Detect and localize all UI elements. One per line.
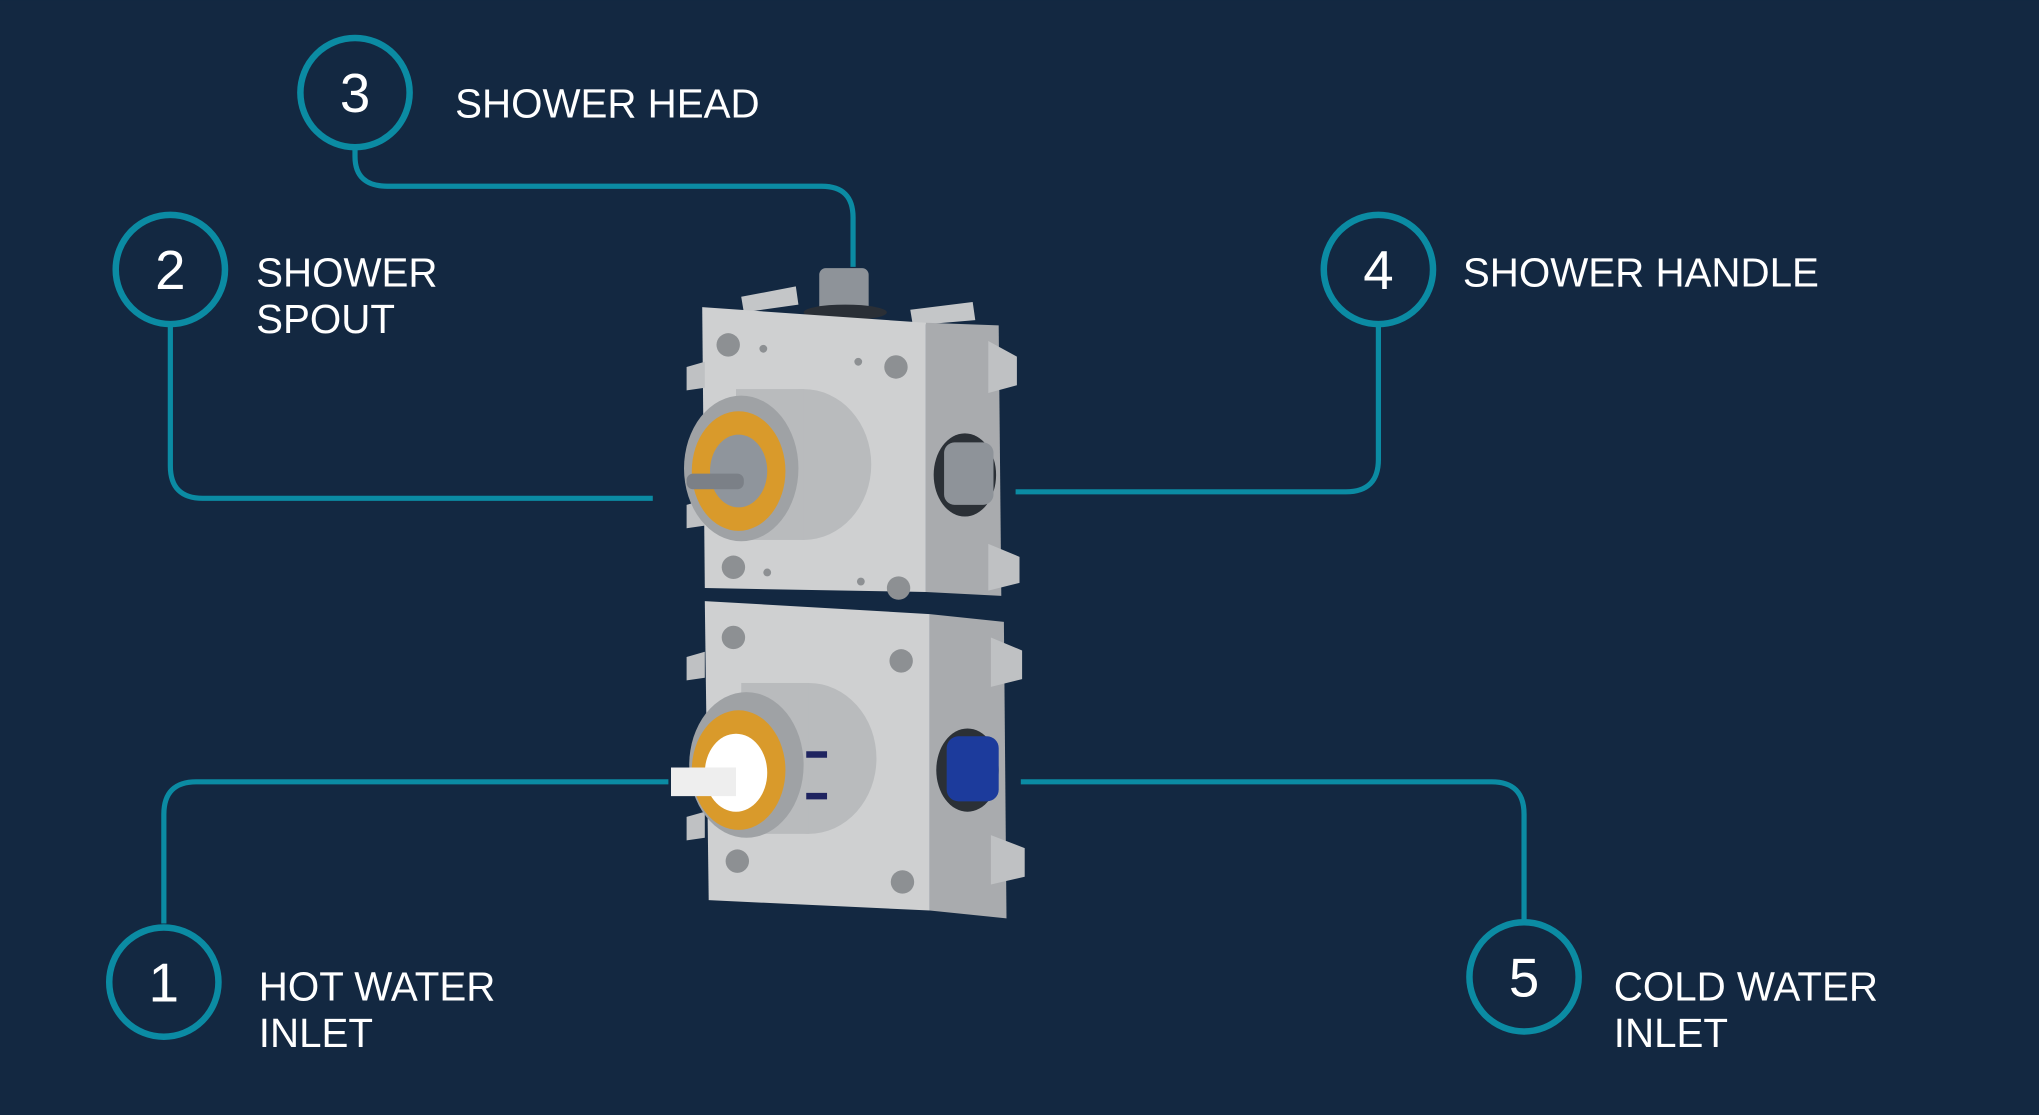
callout-label-2-line-2: SPOUT: [256, 297, 395, 342]
leader-line-1: [161, 779, 669, 924]
callout-cold-water-inlet: 5 COLD WATER INLET: [1466, 919, 1878, 1056]
callout-circle-4: [1320, 211, 1437, 328]
callout-shower-head: 3 SHOWER HEAD: [297, 34, 760, 151]
leader-line-3: [352, 148, 856, 267]
leader-line-5: [1020, 779, 1527, 920]
callout-label-1-line-1: HOT WATER: [259, 964, 496, 1009]
leader-line-4: [1015, 325, 1382, 495]
callout-label-4: SHOWER HANDLE: [1463, 250, 1819, 295]
callout-label-3: SHOWER HEAD: [455, 81, 760, 126]
valve-illustration: [670, 268, 1025, 919]
callout-number-1: 1: [149, 953, 179, 1014]
callout-circle-3: [297, 34, 413, 151]
callout-number-3: 3: [340, 63, 370, 124]
leader-line-2: [167, 325, 653, 501]
callout-number-4: 4: [1363, 240, 1393, 301]
callout-circle-2: [112, 211, 229, 328]
callout-circle-1: [105, 924, 222, 1040]
callout-shower-handle: 4 SHOWER HANDLE: [1320, 211, 1819, 328]
callout-number-5: 5: [1509, 947, 1539, 1008]
callout-number-2: 2: [155, 240, 185, 301]
callout-label-1-line-2: INLET: [259, 1011, 373, 1056]
callout-shower-spout: 2 SHOWER SPOUT: [112, 211, 438, 342]
callout-circle-5: [1466, 919, 1582, 1035]
callout-label-5-line-2: INLET: [1614, 1011, 1728, 1056]
callout-label-2-line-1: SHOWER: [256, 250, 437, 295]
callout-label-5-line-1: COLD WATER: [1614, 964, 1878, 1009]
callout-hot-water-inlet: 1 HOT WATER INLET: [105, 924, 496, 1056]
